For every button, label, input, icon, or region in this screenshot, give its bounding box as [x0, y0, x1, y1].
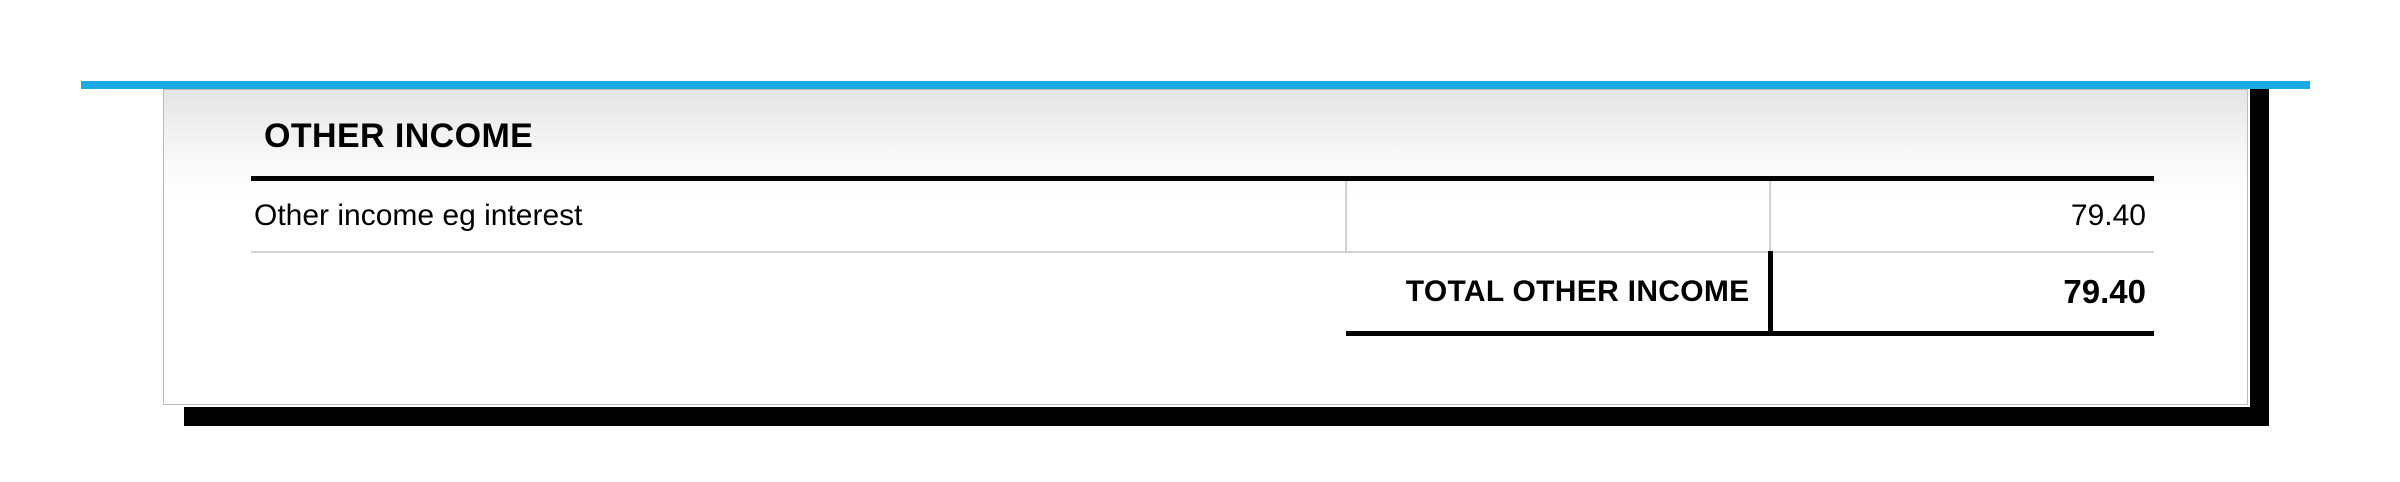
rule-segment-middle [1346, 176, 1770, 183]
other-income-card: OTHER INCOME Other income eg interest [163, 89, 2248, 405]
accent-bar [81, 81, 2310, 89]
total-amount: 79.40 [1767, 252, 2154, 336]
table-total-row: TOTAL OTHER INCOME 79.40 [251, 252, 2154, 336]
section-title: OTHER INCOME [264, 117, 534, 155]
card-inner: OTHER INCOME Other income eg interest [164, 90, 2247, 404]
other-income-table: Other income eg interest 79.40 TOTAL OTH… [251, 176, 2154, 336]
rule-segment-description [251, 176, 1346, 183]
card-shadow-bottom [184, 407, 2269, 426]
row-middle-value [1345, 181, 1770, 253]
row-amount: 79.40 [1769, 181, 2154, 253]
total-label: TOTAL OTHER INCOME [1346, 252, 1770, 336]
rule-segment-amount [1770, 176, 2154, 183]
table-row: Other income eg interest 79.40 [251, 181, 2154, 253]
total-row-spacer [251, 252, 1346, 334]
card-shadow-right [2250, 89, 2269, 426]
row-description: Other income eg interest [251, 181, 1346, 253]
table-top-rule [251, 176, 2154, 183]
